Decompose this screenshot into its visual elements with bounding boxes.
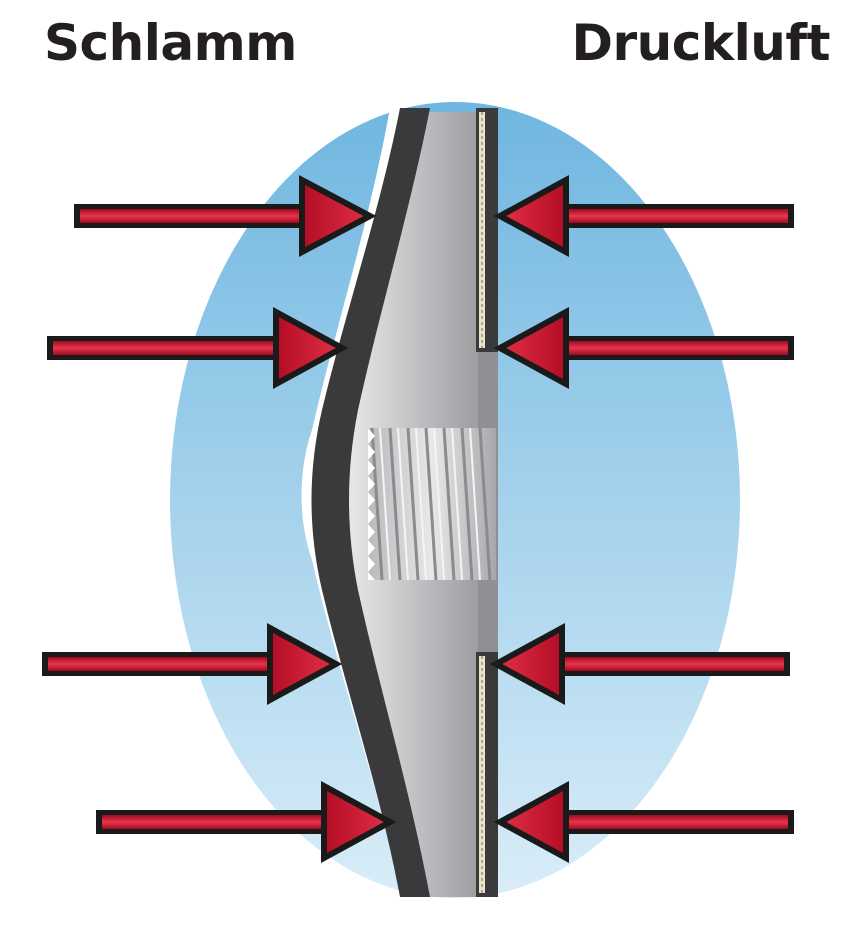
label-sludge: Schlamm bbox=[44, 14, 297, 72]
membrane bbox=[311, 108, 430, 897]
arrow-right-icon bbox=[74, 175, 377, 257]
arrow-left-icon bbox=[493, 174, 794, 258]
label-compressed-air: Druckluft bbox=[571, 14, 830, 72]
membrane-halo bbox=[301, 108, 410, 880]
arrow-right-icon bbox=[47, 306, 349, 390]
arrow-right-icon bbox=[42, 622, 343, 706]
arrow-left-icon bbox=[493, 306, 794, 390]
arrow-left-icon bbox=[493, 780, 794, 864]
support-plate-top bbox=[476, 108, 498, 352]
arrow-right-icon bbox=[96, 780, 397, 864]
thread bbox=[368, 427, 496, 581]
support-plate-bottom bbox=[476, 652, 498, 897]
arrow-left-icon bbox=[489, 622, 790, 706]
